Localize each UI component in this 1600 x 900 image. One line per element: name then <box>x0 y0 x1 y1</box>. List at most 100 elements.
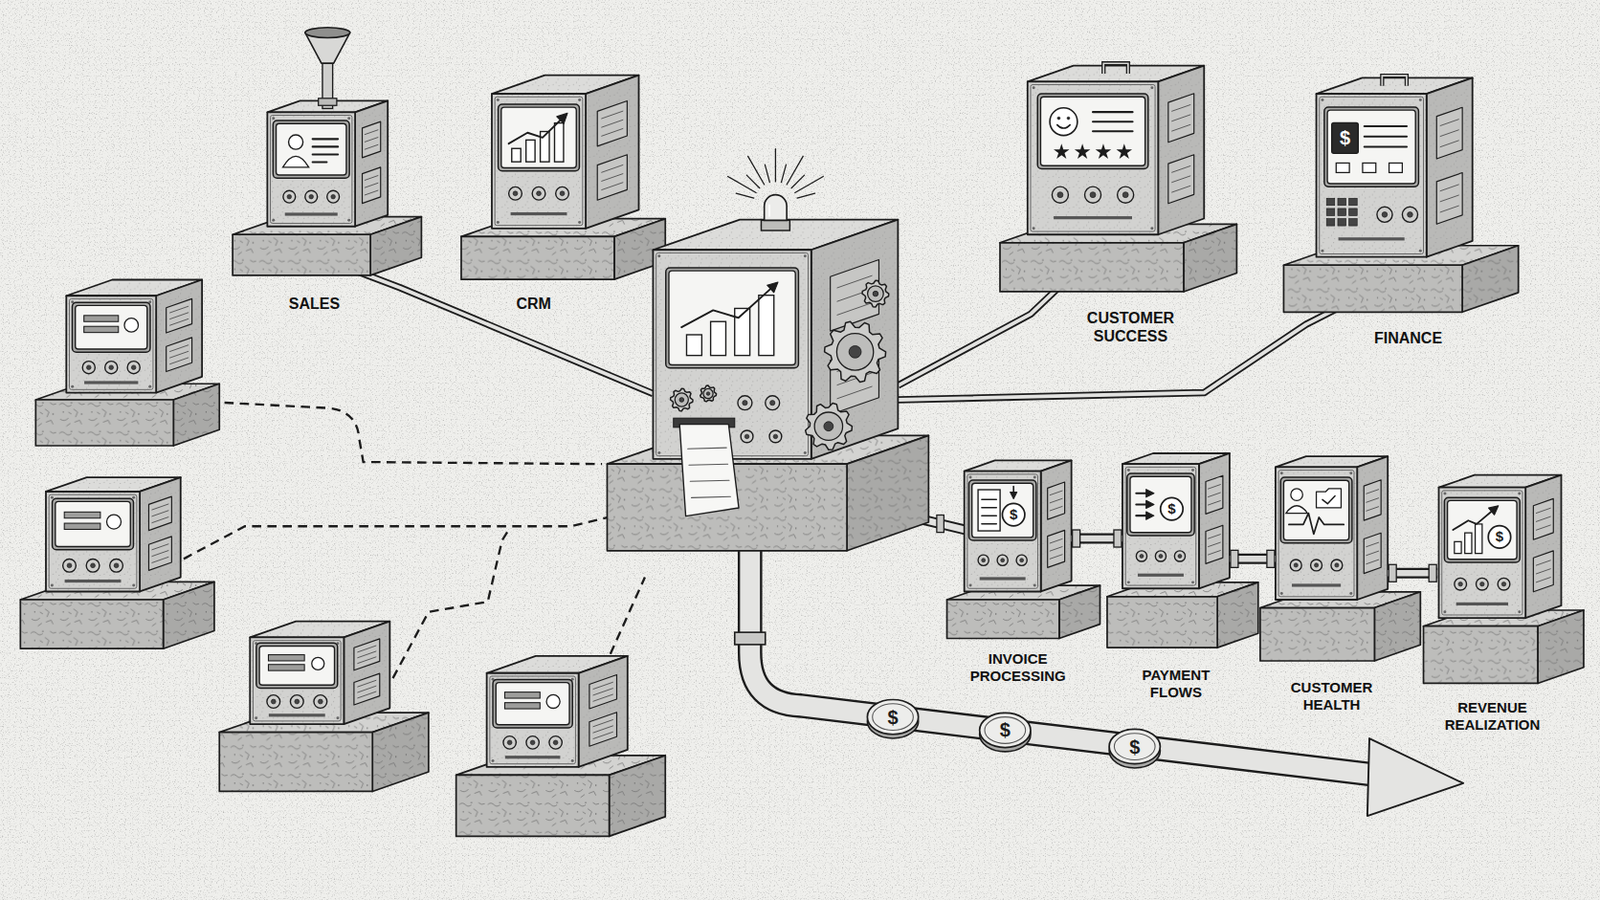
vent-line <box>152 511 169 517</box>
knob-center <box>270 699 276 705</box>
machine-node: CUSTOMER HEALTH <box>1275 456 1388 714</box>
pedestal-side <box>1059 585 1101 639</box>
cabinet-front <box>964 471 1042 593</box>
knob <box>1085 186 1102 203</box>
text-line <box>312 153 338 156</box>
document <box>977 489 1000 532</box>
pipe-flange <box>1266 550 1275 568</box>
chart-bar <box>526 139 535 162</box>
cabinet-front <box>491 93 586 229</box>
vent-line <box>357 651 377 659</box>
knob <box>110 558 124 573</box>
knob <box>305 190 318 203</box>
pedestal-front <box>219 733 373 793</box>
machine-label: CRM <box>515 294 551 313</box>
rivet <box>803 254 807 258</box>
vent-line <box>357 657 377 665</box>
machine <box>219 622 429 793</box>
chart-bar <box>711 321 727 356</box>
arrowhead <box>1488 506 1499 516</box>
vent-line <box>152 556 169 563</box>
knob <box>1174 551 1185 562</box>
rivet <box>1032 86 1036 89</box>
pedestal-front <box>461 236 615 280</box>
slot <box>1053 216 1133 220</box>
vent-line <box>1049 538 1063 543</box>
vent-line <box>1172 124 1191 132</box>
vent-line <box>152 544 169 551</box>
light-ray <box>786 155 803 185</box>
cabinet-trim <box>270 114 353 223</box>
person-head <box>1290 488 1303 501</box>
panel-dial <box>311 657 325 670</box>
cabinet-side <box>139 477 181 592</box>
vent-line <box>152 504 169 511</box>
currency-symbol: $ <box>1000 720 1011 740</box>
slot <box>1137 574 1184 578</box>
cabinet-trim <box>656 252 809 456</box>
machine <box>1107 453 1259 648</box>
light-ray <box>746 175 760 189</box>
rivet <box>271 116 275 120</box>
rivet <box>657 254 661 258</box>
chart-bar <box>511 148 521 162</box>
knob-center <box>512 191 518 197</box>
knob <box>1155 551 1166 562</box>
knob <box>532 186 546 200</box>
cabinet-front <box>249 637 344 725</box>
rivet <box>577 221 581 224</box>
rivet <box>1419 249 1423 253</box>
machine-node: CUSTOMER SUCCESS <box>1042 65 1219 346</box>
knob <box>509 186 523 200</box>
vent-line <box>1535 508 1551 513</box>
side-panel <box>166 337 193 373</box>
cabinet-trim <box>1030 85 1156 233</box>
arrowhead <box>1010 492 1018 500</box>
trend-line <box>681 286 775 328</box>
knob-center <box>1313 563 1318 568</box>
receipt-line <box>688 447 728 449</box>
vent-line <box>1440 184 1459 192</box>
screen <box>1130 476 1192 534</box>
rivet <box>491 759 495 763</box>
pipe-flange <box>936 514 944 533</box>
receipt-line <box>688 464 729 466</box>
person-head <box>288 134 304 150</box>
cabinet-side <box>1426 77 1473 257</box>
screen-bezel <box>968 480 1036 541</box>
coin <box>979 712 1031 748</box>
vent-line <box>1440 130 1459 137</box>
arrowhead <box>1146 511 1155 520</box>
knob <box>1135 551 1147 562</box>
vent-line <box>1440 195 1459 202</box>
machine-node: INVOICE PROCESSING <box>964 460 1072 686</box>
vent-line <box>1535 560 1551 566</box>
slot <box>979 577 1026 580</box>
vent-line <box>170 351 189 358</box>
vent-line <box>1049 547 1063 552</box>
vent-line <box>1208 542 1222 547</box>
rivet <box>1032 226 1036 230</box>
beacon-dome <box>764 195 787 222</box>
vent-line <box>1535 525 1551 531</box>
knob-center <box>742 400 748 406</box>
pedestal-front <box>35 400 174 446</box>
text-line <box>981 507 997 510</box>
vent-line <box>170 306 189 313</box>
knob-center <box>1458 581 1463 586</box>
vent-line <box>357 680 377 688</box>
side-panel <box>362 121 381 158</box>
trend-line <box>1452 509 1495 531</box>
vent-line <box>364 144 378 150</box>
machine <box>606 149 929 552</box>
gear-hub <box>706 392 710 396</box>
coin <box>866 700 918 735</box>
vent-line <box>1172 176 1191 183</box>
machine-label: SALES <box>288 294 340 313</box>
vent-line <box>601 119 623 128</box>
machine-label: CUSTOMER SUCCESS <box>1079 309 1182 346</box>
screen <box>1040 96 1145 166</box>
rivet <box>50 584 54 588</box>
rivet <box>1127 468 1131 472</box>
